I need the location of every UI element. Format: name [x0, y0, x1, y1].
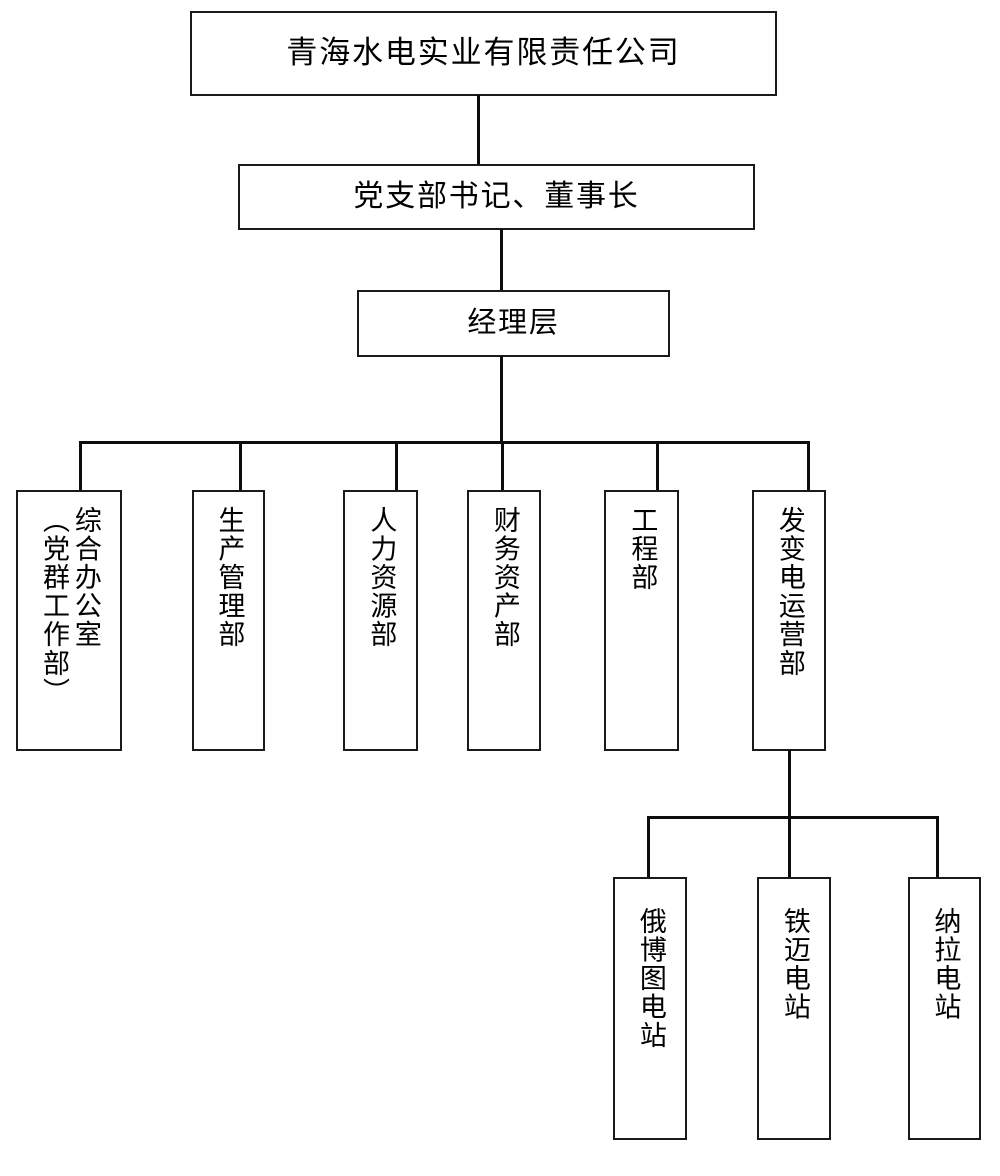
node-station-3-label: 纳拉电站 [930, 907, 961, 1022]
node-station-2-label: 铁迈电站 [779, 907, 810, 1022]
station-bus [647, 816, 938, 819]
node-department-2-label: 生产管理部 [214, 506, 245, 650]
connector-management-bus [500, 356, 503, 443]
node-department-3[interactable]: 人力资源部 [343, 490, 418, 751]
connector-bus-dept-6 [807, 441, 810, 491]
node-department-6-label: 发变电运营部 [774, 506, 805, 678]
node-chairman-label: 党支部书记、董事长 [353, 180, 640, 214]
node-management-label: 经理层 [467, 307, 560, 340]
connector-chairman-management [500, 229, 503, 291]
connector-bus-station-3 [936, 816, 939, 878]
node-department-1-label: 综合办公室（党群工作部） [39, 506, 101, 707]
node-station-1[interactable]: 俄博图电站 [613, 877, 687, 1140]
department-bus [79, 441, 810, 444]
connector-bus-dept-5 [656, 441, 659, 491]
connector-bus-dept-3 [395, 441, 398, 491]
node-department-3-label: 人力资源部 [366, 506, 397, 650]
node-chairman[interactable]: 党支部书记、董事长 [238, 164, 755, 230]
node-department-4[interactable]: 财务资产部 [467, 490, 541, 751]
node-station-1-label: 俄博图电站 [635, 907, 666, 1051]
connector-bus-dept-2 [239, 441, 242, 491]
node-department-6[interactable]: 发变电运营部 [752, 490, 826, 751]
node-department-4-label: 财务资产部 [489, 506, 520, 650]
connector-bus-station-2 [788, 816, 791, 878]
node-company-label: 青海水电实业有限责任公司 [286, 35, 681, 71]
node-station-2[interactable]: 铁迈电站 [757, 877, 831, 1140]
node-department-1[interactable]: 综合办公室（党群工作部） [16, 490, 122, 751]
node-station-3[interactable]: 纳拉电站 [908, 877, 981, 1140]
node-department-2[interactable]: 生产管理部 [192, 490, 265, 751]
node-department-5[interactable]: 工程部 [604, 490, 679, 751]
connector-bus-dept-1 [79, 441, 82, 491]
node-company[interactable]: 青海水电实业有限责任公司 [190, 11, 777, 96]
connector-dept6-station-bus [788, 750, 791, 818]
connector-bus-station-1 [647, 816, 650, 878]
connector-bus-dept-4 [501, 441, 504, 491]
node-department-5-label: 工程部 [627, 506, 658, 592]
connector-company-chairman [477, 95, 480, 165]
node-management[interactable]: 经理层 [357, 290, 670, 357]
